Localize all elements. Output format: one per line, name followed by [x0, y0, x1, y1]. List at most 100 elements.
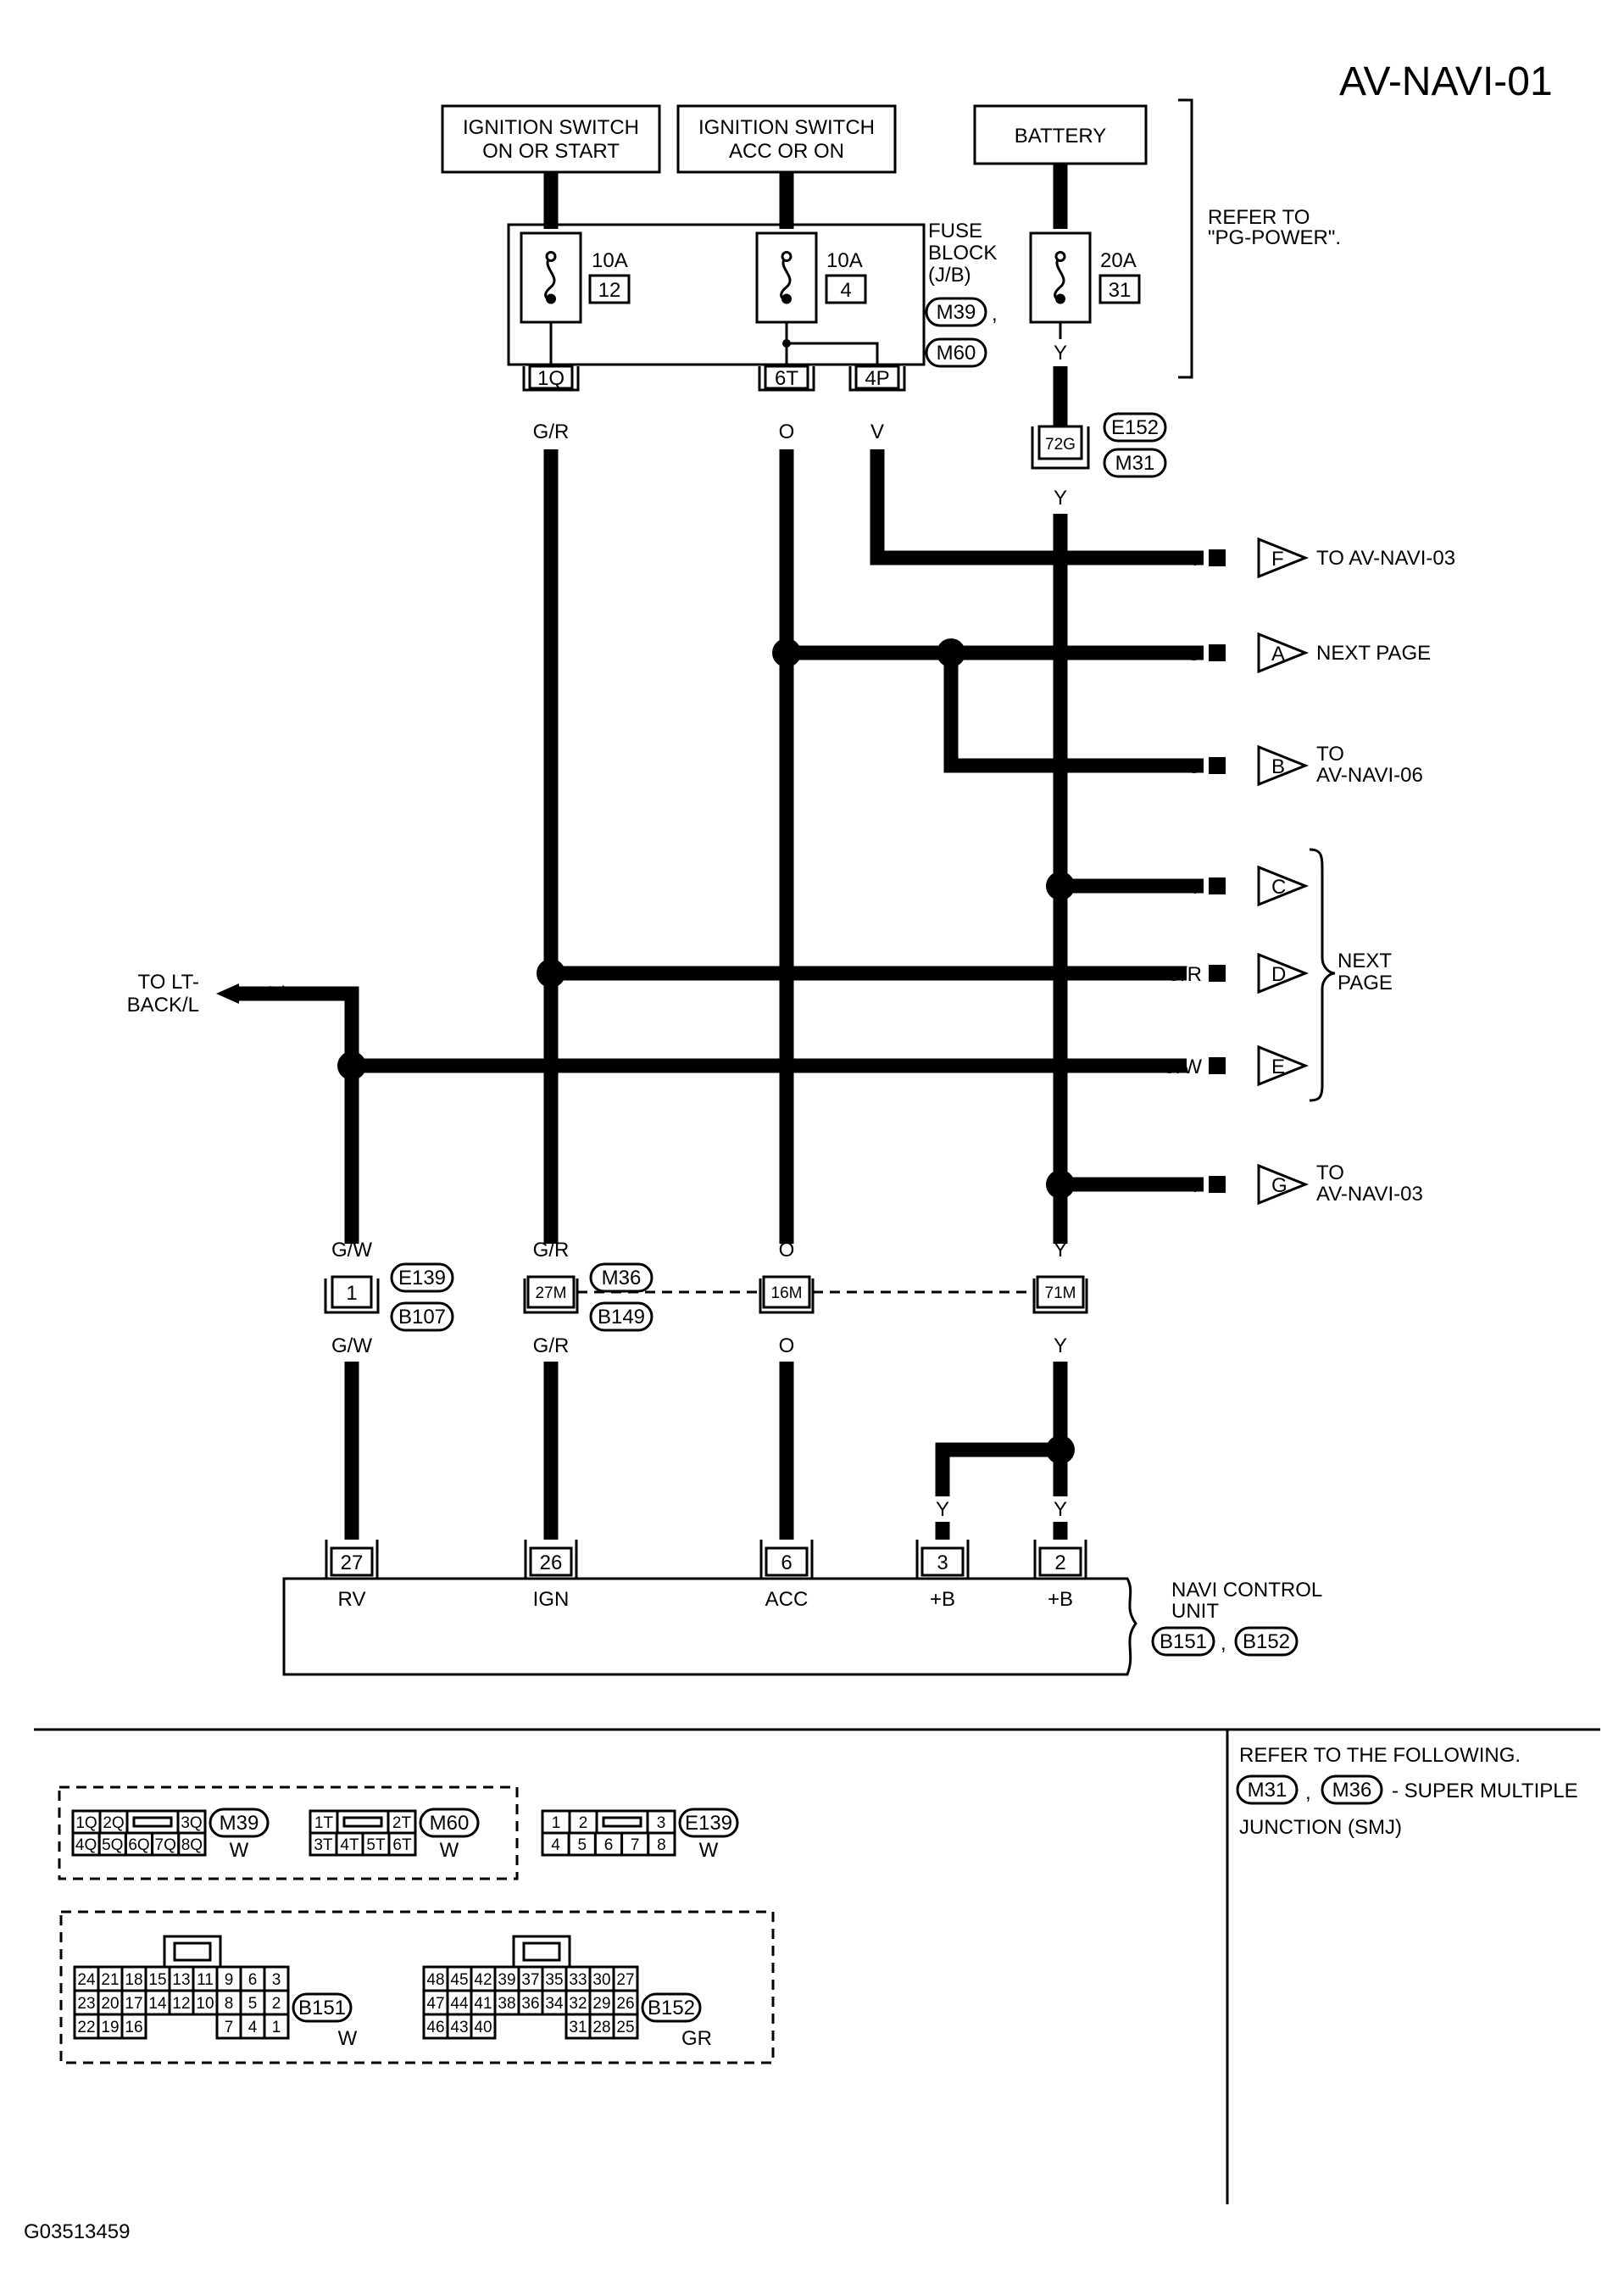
connector-pin: 4Q [75, 1836, 97, 1854]
pin-cell [541, 1831, 570, 1857]
battery-box: BATTERY [973, 104, 1148, 165]
svg-text:O: O [1186, 755, 1202, 778]
offpage-e: E G/W [1161, 1045, 1310, 1087]
connector-pin: 8Q [181, 1836, 203, 1854]
pin-cell [517, 1965, 544, 1992]
pin-cell [239, 1989, 266, 2016]
connector-pin: 7 [631, 1836, 640, 1854]
b107-tag [390, 1301, 454, 1332]
terminal-72g: 72G [1031, 425, 1090, 470]
connector-pin: 12 [172, 1995, 190, 2013]
wire-label-gw-down: G/W [331, 1334, 372, 1357]
pin-cell [646, 1809, 676, 1835]
wire-label-y-battery: Y [1054, 342, 1067, 365]
svg-text:TO AV-NAVI-03: TO AV-NAVI-03 [1316, 547, 1455, 570]
ign-on-start-line2: ON OR START [482, 140, 620, 163]
offpage-b: B O TO AV-NAVI-06 [1186, 743, 1423, 787]
m36-tag [589, 1262, 653, 1293]
connector-pin: 14 [148, 1995, 167, 2013]
svg-text:M36: M36 [1332, 1779, 1372, 1802]
svg-text:4P: 4P [865, 367, 889, 390]
connector-pin: 3 [272, 1971, 281, 1989]
connector-pin: 44 [450, 1995, 469, 2013]
wire-label-o-up: O [779, 1239, 795, 1262]
pin-cell [263, 1965, 290, 1992]
svg-text:3: 3 [937, 1551, 948, 1574]
svg-text:D: D [1271, 963, 1286, 986]
connector-pin: 22 [77, 2019, 95, 2036]
connector-pin-27m: 27M [523, 1275, 579, 1314]
refer-m36-tag [1321, 1774, 1383, 1805]
b151-tag [1151, 1626, 1215, 1657]
pin-cell [588, 1989, 615, 2016]
connector-pin: 3 [657, 1814, 666, 1832]
pin-cell [493, 1989, 520, 2016]
connector-pin: 4 [551, 1836, 560, 1854]
connector-pin: 2T [392, 1814, 412, 1832]
connector-pin: 25 [616, 2019, 634, 2036]
svg-text:16M: 16M [771, 1284, 803, 1302]
cde-bracket [1309, 848, 1336, 1102]
pin-cell [263, 2013, 290, 2040]
connector-pin: 43 [450, 2019, 468, 2036]
pin-cell [335, 1831, 364, 1857]
navi-control-unit [282, 1577, 1137, 1676]
svg-text:Y: Y [1188, 876, 1202, 899]
e152-tag [1103, 412, 1167, 443]
connector-tag [678, 1808, 739, 1838]
latch [342, 1816, 383, 1828]
refer-pg-line1: REFER TO [1208, 206, 1310, 229]
fuse3-amp: 20A [1100, 249, 1137, 272]
offpage-d: D G/R [1165, 952, 1310, 994]
pin-cell [309, 1831, 338, 1857]
wire-label-y-up: Y [1054, 1239, 1067, 1262]
wire-label-gr-top: G/R [533, 421, 570, 443]
fuse-block-line1: FUSE [928, 220, 982, 242]
fuse2-amp: 10A [826, 249, 863, 272]
wire-label-y-down: Y [1054, 1334, 1067, 1357]
connector-pin: 6 [248, 1971, 258, 1989]
pin-cell [97, 2013, 124, 2040]
pin-cell [192, 1965, 219, 1992]
connector-pin: 37 [521, 1971, 539, 1989]
connector-pin: 27 [616, 1971, 634, 1989]
m39-tag-label: M39 [937, 301, 976, 324]
connector-pin: 47 [426, 1995, 444, 2013]
connector-pin: 8 [225, 1995, 234, 2013]
pin-cell [567, 1831, 597, 1857]
connector-pin: 23 [77, 1995, 95, 2013]
connector-pin: 9 [225, 1971, 234, 1989]
navi-unit-line2: UNIT [1171, 1600, 1219, 1623]
connector-pin: 41 [474, 1995, 492, 2013]
connector-pin: 36 [521, 1995, 539, 2013]
connector-view-group-1 [58, 1785, 519, 1880]
to-lt-back-line1: TO LT- [138, 971, 199, 994]
refer-following-line2: - SUPER MULTIPLE [1392, 1780, 1578, 1802]
connector-pin: 34 [545, 1995, 564, 2013]
connector-tag [419, 1808, 480, 1838]
terminal-6t: 6T [758, 365, 815, 392]
figure-id: G03513459 [24, 2220, 130, 2243]
svg-text:1Q: 1Q [537, 367, 565, 390]
connector-pin: 5 [578, 1836, 587, 1854]
connector-tag-label: B152 [648, 1997, 695, 2019]
b152-tag [1234, 1626, 1299, 1657]
fuse-10a-12: 10A 12 [520, 231, 631, 324]
pin-cell [98, 1809, 129, 1835]
unit-terminal-3: 3 [915, 1540, 970, 1580]
svg-text:27: 27 [341, 1551, 364, 1574]
connector-pin: 3Q [181, 1814, 202, 1832]
connector-tag-label: B151 [298, 1997, 346, 2019]
pin-cell [97, 1831, 127, 1857]
connector-pin: 29 [592, 1995, 610, 2013]
svg-text:F: F [1271, 548, 1284, 571]
connector-pin: 8 [657, 1836, 666, 1854]
fuse-block-line2: BLOCK [928, 242, 997, 265]
wire-v [870, 449, 1060, 565]
fuse2-number: 4 [840, 279, 851, 302]
connector-pin: 19 [101, 2019, 119, 2036]
svg-text:Y: Y [1188, 1174, 1202, 1197]
unit-label-b2: +B [1048, 1588, 1073, 1611]
